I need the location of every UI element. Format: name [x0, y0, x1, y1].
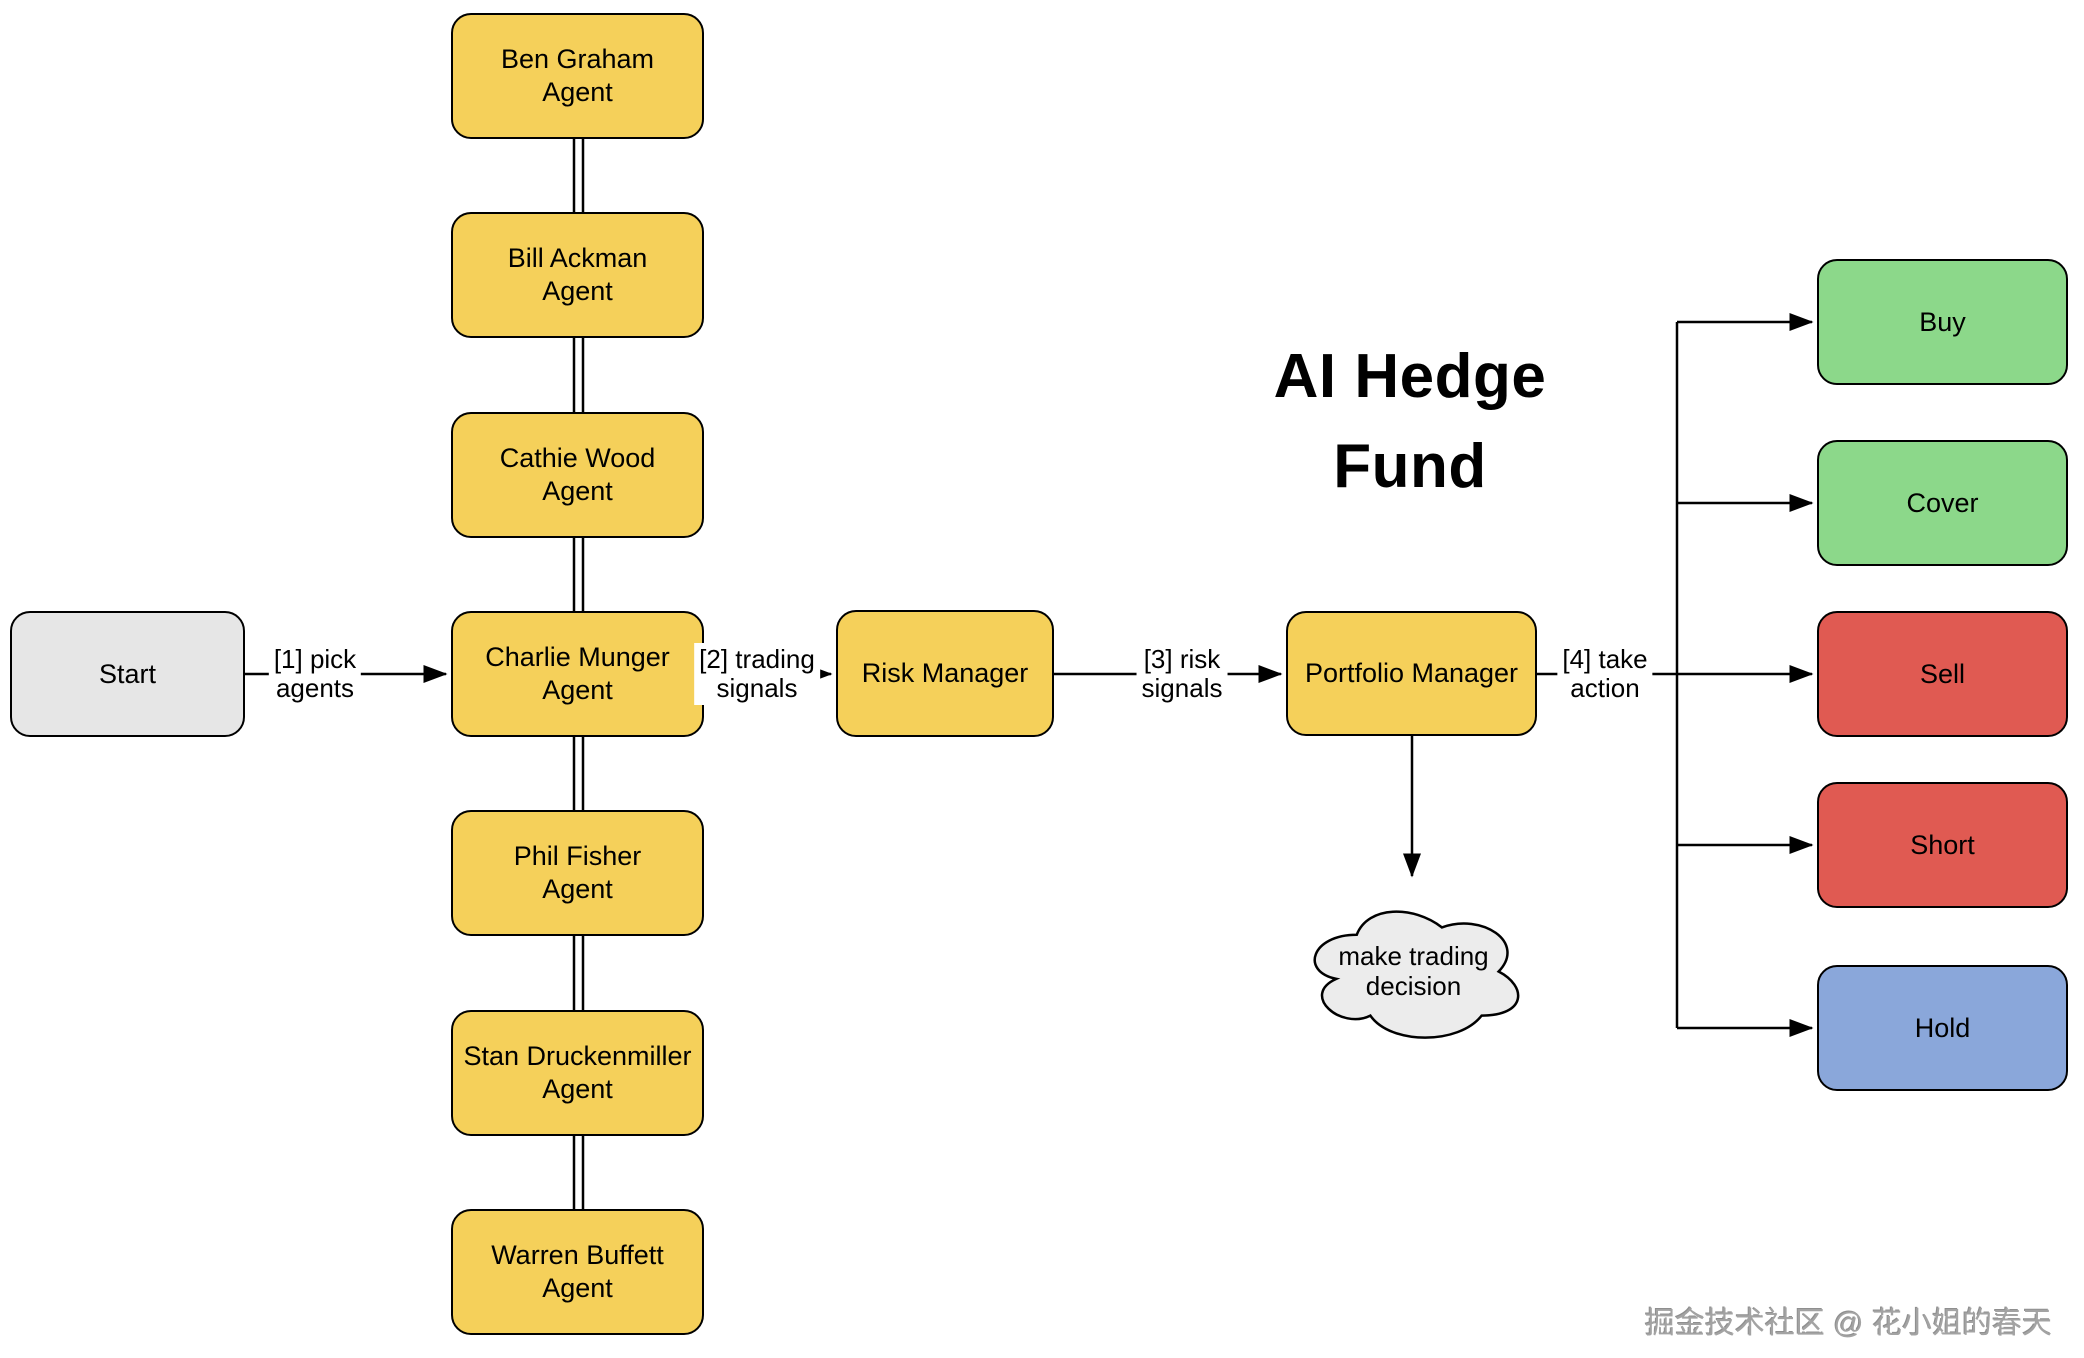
- node-label: Stan Druckenmiller: [463, 1041, 692, 1071]
- node-action-sell: Sell: [1817, 611, 2068, 737]
- node-label: Buy: [1919, 306, 1966, 337]
- node-label: Start: [98, 658, 157, 689]
- edge-label-text: [2] trading: [699, 644, 815, 674]
- cloud-make-trading-decision: make trading decision: [1300, 941, 1527, 1001]
- edge-label-text: signals: [716, 673, 798, 703]
- node-label: Risk Manager: [861, 658, 1029, 688]
- edge-label-text: [3] risk: [1143, 644, 1221, 674]
- node-risk-manager: Risk Manager: [836, 610, 1054, 737]
- node-label: Agent: [542, 77, 613, 107]
- watermark: 掘金技术社区 @ 花小姐的春天: [1644, 1307, 2052, 1340]
- node-label: Portfolio Manager: [1304, 658, 1519, 688]
- node-label: Agent: [542, 276, 613, 306]
- node-label: Ben Graham: [500, 44, 655, 74]
- node-label: Short: [1910, 829, 1975, 860]
- node-label: Sell: [1919, 658, 1966, 689]
- diagram-title-line: Fund: [1333, 432, 1487, 501]
- cloud-label-text: decision: [1365, 971, 1462, 1001]
- node-agent-phil-fisher: Phil Fisher Agent: [451, 810, 704, 936]
- node-portfolio-manager: Portfolio Manager: [1286, 611, 1537, 736]
- edge-label-risk-signals: [3] risk signals: [1136, 643, 1228, 705]
- action-branch-lines: [1675, 313, 1814, 1037]
- edge-label-text: [1] pick: [273, 644, 357, 674]
- node-action-short: Short: [1817, 782, 2068, 908]
- node-label: Agent: [542, 874, 613, 904]
- node-label: Cover: [1906, 487, 1979, 518]
- node-agent-warren-buffett: Warren Buffett Agent: [451, 1209, 704, 1335]
- node-label: Agent: [542, 1273, 613, 1303]
- edge-label-text: agents: [275, 673, 355, 703]
- cloud-shape: [1313, 910, 1520, 1039]
- node-label: Bill Ackman: [507, 243, 648, 273]
- node-label: Hold: [1914, 1012, 1971, 1043]
- edge-label-pick-agents: [1] pick agents: [268, 643, 362, 705]
- node-agent-charlie-munger: Charlie Munger Agent: [451, 611, 704, 737]
- node-start: Start: [10, 611, 245, 737]
- node-label: Cathie Wood: [499, 443, 656, 473]
- node-action-hold: Hold: [1817, 965, 2068, 1091]
- node-agent-bill-ackman: Bill Ackman Agent: [451, 212, 704, 338]
- node-label: Agent: [542, 675, 613, 705]
- node-agent-ben-graham: Ben Graham Agent: [451, 13, 704, 139]
- edge-label-text: signals: [1141, 673, 1223, 703]
- edge-label-trading-signals: [2] trading signals: [694, 643, 820, 705]
- cloud-label-text: make trading: [1338, 941, 1489, 971]
- node-label: Charlie Munger: [485, 642, 670, 672]
- edge-label-take-action: [4] take action: [1557, 643, 1653, 705]
- node-action-buy: Buy: [1817, 259, 2068, 385]
- node-label: Warren Buffett: [491, 1240, 664, 1270]
- node-label: Agent: [542, 1074, 613, 1104]
- edge-label-text: action: [1570, 673, 1640, 703]
- node-action-cover: Cover: [1817, 440, 2068, 566]
- node-label: Phil Fisher: [513, 841, 642, 871]
- node-agent-cathie-wood: Cathie Wood Agent: [451, 412, 704, 538]
- edge-label-text: [4] take: [1562, 644, 1648, 674]
- diagram-title: AI Hedge Fund: [1160, 332, 1660, 512]
- node-agent-stan-druckenmiller: Stan Druckenmiller Agent: [451, 1010, 704, 1136]
- diagram-title-line: AI Hedge: [1273, 342, 1547, 411]
- node-label: Agent: [542, 476, 613, 506]
